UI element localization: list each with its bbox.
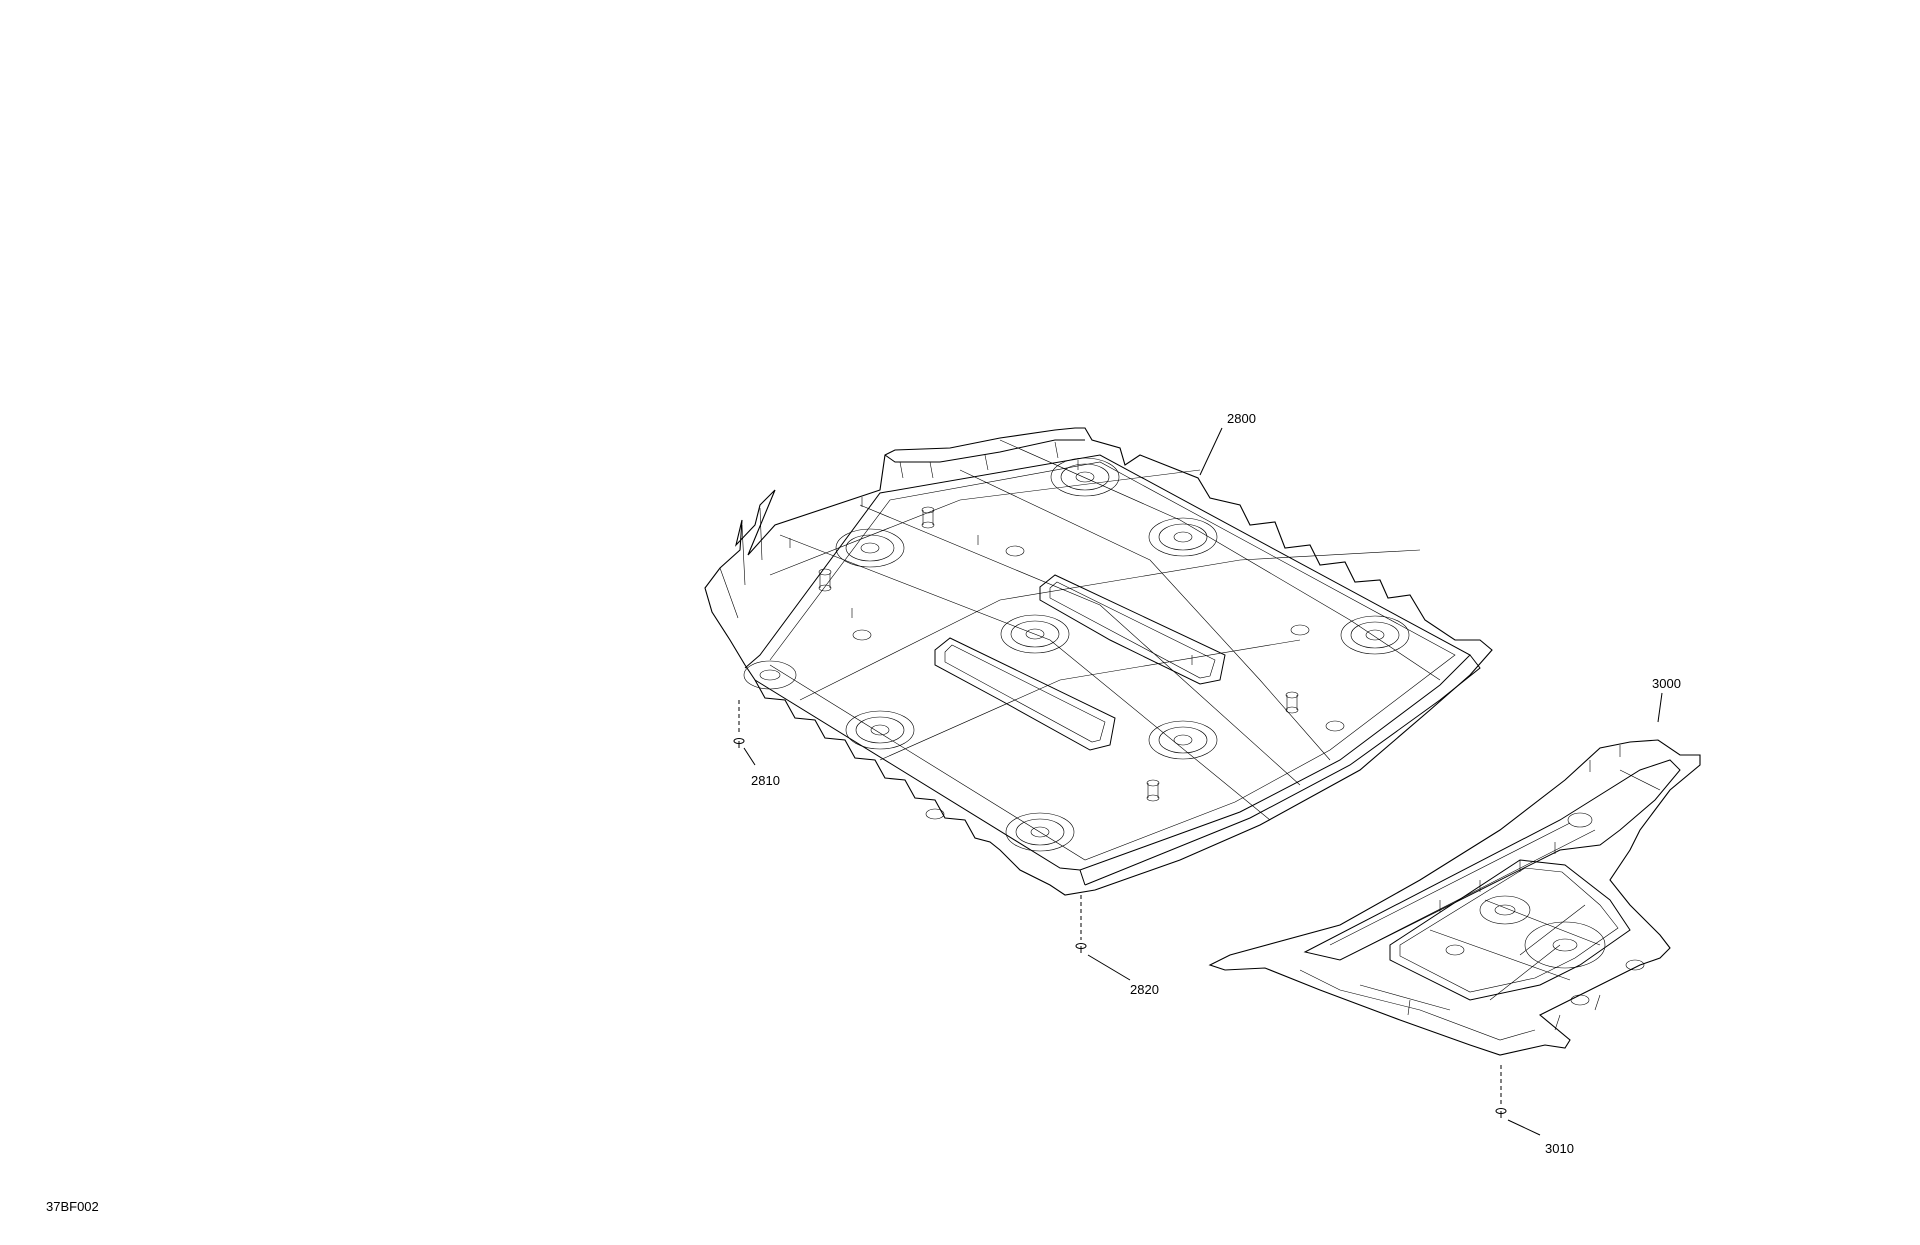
skid-plate-front [1208,739,1701,1056]
callout-2800: 2800 [1227,411,1256,426]
fastener-2810 [733,700,745,748]
leader-lines [743,427,1663,1136]
figure-id: 37BF002 [46,1199,99,1214]
callout-2820: 2820 [1130,982,1159,997]
callout-3000: 3000 [1652,676,1681,691]
fastener-3010 [1495,1065,1507,1118]
callout-2810: 2810 [751,773,780,788]
skid-plate-main [704,427,1493,896]
fastener-2820 [1075,895,1087,953]
callout-3010: 3010 [1545,1141,1574,1156]
